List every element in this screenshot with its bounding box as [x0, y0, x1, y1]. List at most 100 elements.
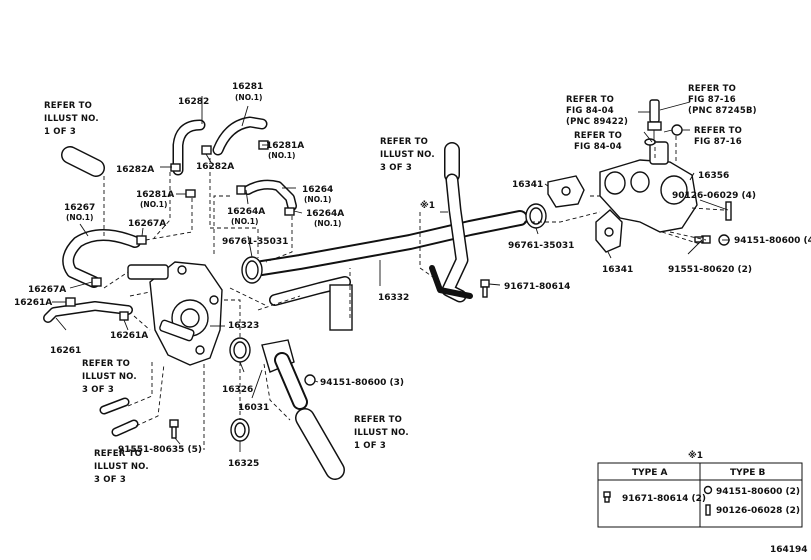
- label-16323[interactable]: 16323: [228, 321, 259, 331]
- clamp-16282a-right[interactable]: [201, 145, 212, 155]
- label-16281a-right[interactable]: 16281A: [266, 141, 304, 151]
- ref-left-bottom[interactable]: REFER TO ILLUST NO. 3 OF 3: [94, 449, 149, 485]
- sensor-89422[interactable]: [647, 99, 662, 140]
- ref-fig-84-top-line2: FIG 84-04: [566, 106, 614, 116]
- ref-left-top[interactable]: REFER TO ILLUST NO. 1 OF 3: [44, 101, 99, 137]
- label-16267[interactable]: 16267: [64, 203, 95, 213]
- label-16356[interactable]: 16356: [698, 171, 729, 181]
- ref-center-top-line2: ILLUST NO.: [380, 150, 435, 160]
- label-16282a-left[interactable]: 16282A: [116, 165, 154, 175]
- label-16341-top[interactable]: 16341: [512, 180, 543, 190]
- label-94151-right[interactable]: 94151-80600 (4): [734, 236, 811, 246]
- clamp-16267a-left[interactable]: [91, 277, 102, 287]
- hose-stub-bottom-center: [295, 408, 345, 480]
- table-header-type-a: TYPE A: [632, 468, 668, 478]
- ref-center-top-line1: REFER TO: [380, 137, 428, 147]
- ref-left-mid-line2: ILLUST NO.: [82, 372, 137, 382]
- hose-16261[interactable]: [43, 301, 133, 323]
- ref-left-mid-line1: REFER TO: [82, 359, 130, 369]
- bolt-91671[interactable]: [480, 279, 490, 298]
- hose-stub-bottom-left: [111, 419, 139, 437]
- ref-left-mid-line3: 3 OF 3: [82, 385, 114, 395]
- label-16325[interactable]: 16325: [228, 459, 259, 469]
- gasket-16341-bottom[interactable]: [595, 209, 623, 253]
- nut-icon: [703, 485, 713, 495]
- stud-icon: [705, 504, 711, 516]
- label-16326[interactable]: 16326: [222, 385, 253, 395]
- label-16264a-left-no: (NO.1): [231, 217, 258, 226]
- label-94151-mid[interactable]: 94151-80600 (3): [320, 378, 404, 388]
- bolt-91551-right[interactable]: [694, 235, 711, 244]
- label-91551-bottom[interactable]: 91551-80635 (5): [118, 445, 202, 455]
- label-91671[interactable]: 91671-80614: [504, 282, 570, 292]
- label-16282[interactable]: 16282: [178, 97, 209, 107]
- label-16264-no: (NO.1): [304, 195, 331, 204]
- water-outlet-16356[interactable]: [599, 141, 698, 233]
- ref-fig-84-mid-line2: FIG 84-04: [574, 142, 622, 152]
- label-16281-no: (NO.1): [235, 93, 262, 102]
- clamp-16267a-top[interactable]: [136, 235, 147, 245]
- nut-94151-mid[interactable]: [304, 374, 316, 386]
- ref-left-bottom-line1: REFER TO: [94, 449, 142, 459]
- label-91551-right[interactable]: 91551-80620 (2): [668, 265, 752, 275]
- table-b-row1: 94151-80600 (2): [716, 487, 800, 497]
- label-16267-no: (NO.1): [66, 213, 93, 222]
- gasket-16341-top[interactable]: [547, 175, 585, 208]
- table-header-type-b: TYPE B: [730, 468, 766, 478]
- label-90126-right[interactable]: 90126-06029 (4): [672, 191, 756, 201]
- clamp-16261a-right[interactable]: [119, 311, 129, 321]
- ref-fig-87-mid-line1: REFER TO: [694, 126, 742, 136]
- label-16282a-right[interactable]: 16282A: [196, 162, 234, 172]
- stud-90126-right[interactable]: [725, 201, 732, 221]
- ref-fig-84-mid-line1: REFER TO: [574, 131, 622, 141]
- ref-center-top[interactable]: REFER TO ILLUST NO. 3 OF 3: [380, 137, 435, 173]
- gasket-16325[interactable]: [230, 418, 250, 442]
- hose-16267[interactable]: [62, 229, 141, 288]
- ref-fig-87-top[interactable]: REFER TO FIG 87-16 (PNC 87245B): [688, 84, 757, 116]
- ref-fig-84-top[interactable]: REFER TO FIG 84-04 (PNC 89422): [566, 95, 628, 127]
- ref-fig-84-mid[interactable]: REFER TO FIG 84-04: [574, 131, 622, 152]
- hose-16282[interactable]: [172, 119, 206, 176]
- ref-center-bottom[interactable]: REFER TO ILLUST NO. 1 OF 3: [354, 415, 409, 451]
- label-16264a-left[interactable]: 16264A: [227, 207, 265, 217]
- label-16264[interactable]: 16264: [302, 185, 333, 195]
- label-16281a-left[interactable]: 16281A: [136, 190, 174, 200]
- label-16267a-top[interactable]: 16267A: [128, 219, 166, 229]
- pipe-16332[interactable]: [254, 173, 528, 331]
- label-16341-bottom[interactable]: 16341: [602, 265, 633, 275]
- ref-center-bottom-line3: 1 OF 3: [354, 441, 386, 451]
- dashed-lines: [103, 136, 725, 450]
- bolt-91551-bottom[interactable]: [169, 419, 179, 439]
- water-inlet-16323[interactable]: [127, 261, 223, 366]
- thermostat-16031[interactable]: [261, 339, 308, 410]
- label-16261[interactable]: 16261: [50, 346, 81, 356]
- clamp-16261a-left[interactable]: [65, 297, 76, 307]
- hose-16281[interactable]: [212, 116, 268, 156]
- clamp-16264a-right[interactable]: [284, 207, 295, 216]
- label-96761-right[interactable]: 96761-35031: [508, 241, 574, 251]
- clamp-16281a-left[interactable]: [185, 189, 196, 198]
- ref-left-top-line3: 1 OF 3: [44, 127, 76, 137]
- hose-16264[interactable]: [243, 179, 297, 211]
- ref-fig-87-mid[interactable]: REFER TO FIG 87-16: [694, 126, 742, 147]
- label-16267a-left[interactable]: 16267A: [28, 285, 66, 295]
- label-16031[interactable]: 16031: [238, 403, 269, 413]
- type-table: ※1 TYPE A TYPE B 91671-80614 (2) 94151-8…: [597, 450, 803, 528]
- gasket-16326[interactable]: [229, 337, 251, 363]
- label-16261a-right[interactable]: 16261A: [110, 331, 148, 341]
- label-96761-left[interactable]: 96761-35031: [222, 237, 288, 247]
- label-16281a-right-no: (NO.1): [268, 151, 295, 160]
- label-16281[interactable]: 16281: [232, 82, 263, 92]
- label-16264a-right[interactable]: 16264A: [306, 209, 344, 219]
- clamp-16282a-left[interactable]: [170, 163, 181, 172]
- label-16332[interactable]: 16332: [378, 293, 409, 303]
- clamp-16264a-left[interactable]: [236, 185, 246, 195]
- gasket-96761-left[interactable]: [241, 256, 263, 284]
- gasket-96761-right[interactable]: [525, 203, 547, 229]
- ref-left-top-line1: REFER TO: [44, 101, 92, 111]
- label-16261a-left[interactable]: 16261A: [14, 298, 52, 308]
- ref-fig-84-top-line3: (PNC 89422): [566, 117, 628, 127]
- ref-left-mid[interactable]: REFER TO ILLUST NO. 3 OF 3: [82, 359, 137, 395]
- sensor-87245b[interactable]: [663, 124, 683, 136]
